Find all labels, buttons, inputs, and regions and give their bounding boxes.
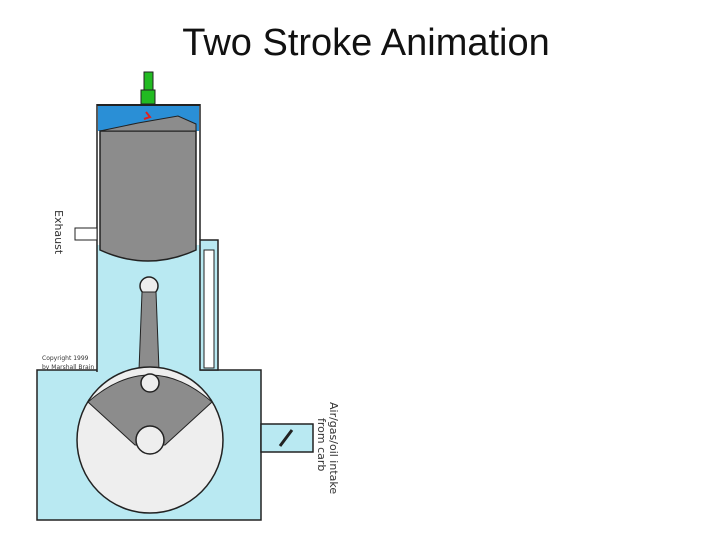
intake-label-line1: Air/gas/oil intake [327, 402, 340, 494]
reed-valve [278, 429, 294, 447]
main-bearing [135, 425, 165, 455]
intake-label-line2: from carb [315, 418, 328, 471]
crank-pin [140, 373, 160, 393]
exhaust-port [74, 227, 98, 241]
slide-title: Two Stroke Animation [182, 22, 550, 64]
piston [99, 130, 197, 262]
copyright-line2: by Marshall Brain [42, 364, 94, 371]
connecting-rod [138, 291, 160, 371]
spark [143, 111, 152, 120]
exhaust-label: Exhaust [52, 210, 65, 255]
copyright-line1: Copyright 1999 [42, 355, 89, 362]
crank-arm [87, 374, 213, 446]
spark-plug [143, 71, 154, 93]
